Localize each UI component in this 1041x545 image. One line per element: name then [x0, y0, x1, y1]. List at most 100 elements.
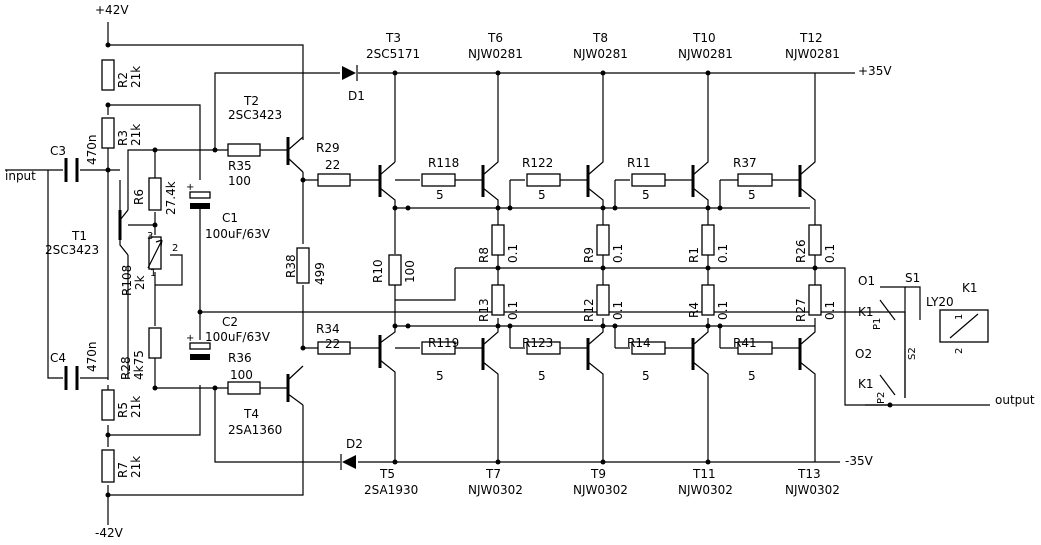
r11-name: R11: [627, 156, 651, 170]
rail-pos42-label: +42V: [95, 3, 129, 17]
r38-value: 499: [313, 262, 327, 285]
r8-name: R8: [477, 247, 491, 263]
r8-value: 0.1: [506, 244, 520, 263]
capacitor-plates: [64, 158, 211, 390]
d1-label: D1: [348, 89, 365, 103]
t11-name: T11: [692, 467, 716, 481]
r7-name: R7: [116, 462, 130, 478]
t9-part: NJW0302: [573, 483, 628, 497]
t7-part: NJW0302: [468, 483, 523, 497]
r41-name: R41: [733, 336, 757, 350]
c3-value: 470n: [85, 134, 99, 165]
r118-name: R118: [428, 156, 459, 170]
r28-name: R28: [119, 356, 133, 380]
t12-part: NJW0281: [785, 47, 840, 61]
t11-part: NJW0302: [678, 483, 733, 497]
c4-value: 470n: [85, 341, 99, 372]
pot-pin1: 1: [150, 268, 156, 279]
r27-name: R27: [794, 298, 808, 322]
rail-pos35-label: +35V: [858, 64, 892, 78]
pot-name: R108: [120, 265, 134, 296]
c2-value: 100uF/63V: [205, 330, 271, 344]
rail-neg42-label: -42V: [95, 526, 124, 540]
pot-value: 2k: [133, 275, 147, 290]
r36-value: 100: [230, 368, 253, 382]
r122-value: 5: [538, 188, 546, 202]
r38-name: R38: [284, 254, 298, 278]
r26-name: R26: [794, 239, 808, 263]
diode-d1: [342, 65, 358, 81]
r119-name: R119: [428, 336, 459, 350]
t9-name: T9: [590, 467, 606, 481]
relay-k1-contact2: K1: [858, 377, 874, 391]
r28-value: 4k75: [132, 350, 146, 380]
r6-value: 27.4k: [164, 181, 178, 215]
relay-p2: P2: [876, 392, 887, 404]
r12-value: 0.1: [611, 301, 625, 320]
r13-name: R13: [477, 298, 491, 322]
t8-name: T8: [592, 31, 608, 45]
resistor-bodies: [101, 59, 822, 483]
diode-d2: [340, 454, 356, 470]
t1-name: T1: [71, 229, 87, 243]
r5-name: R5: [116, 402, 130, 418]
r27-value: 0.1: [823, 301, 837, 320]
r3-name: R3: [116, 130, 130, 146]
r29-name: R29: [316, 141, 340, 155]
r2-name: R2: [116, 72, 130, 88]
r118-value: 5: [436, 188, 444, 202]
t13-part: NJW0302: [785, 483, 840, 497]
c2-name: C2: [222, 315, 238, 329]
pot-pin2: 2: [172, 243, 178, 254]
junctions: [105, 42, 893, 498]
t8-part: NJW0281: [573, 47, 628, 61]
c1-plus: +: [186, 182, 194, 193]
r1-value: 0.1: [716, 244, 730, 263]
t6-part: NJW0281: [468, 47, 523, 61]
r2-value: 21k: [129, 66, 143, 88]
relay-k1: [939, 309, 989, 343]
r9-name: R9: [582, 247, 596, 263]
r13-value: 0.1: [506, 301, 520, 320]
t12-name: T12: [799, 31, 823, 45]
r123-value: 5: [538, 369, 546, 383]
r36-name: R36: [228, 351, 252, 365]
output-label: output: [995, 393, 1035, 407]
t7-name: T7: [485, 467, 501, 481]
rail-neg35-label: -35V: [845, 454, 874, 468]
t3-name: T3: [385, 31, 401, 45]
r10-name: R10: [371, 259, 385, 283]
r12-name: R12: [582, 298, 596, 322]
r10-value: 100: [403, 260, 417, 283]
r1-name: R1: [687, 247, 701, 263]
r34-value: 22: [325, 337, 340, 351]
t5-name: T5: [379, 467, 395, 481]
relay-s2: S2: [907, 347, 918, 360]
r41-value: 5: [748, 369, 756, 383]
t2-part: 2SC3423: [228, 108, 282, 122]
c1-name: C1: [222, 211, 238, 225]
pot-wiper-arrow: [147, 239, 163, 269]
r4-name: R4: [687, 302, 701, 318]
relay-p1: P1: [872, 318, 883, 330]
r7-value: 21k: [129, 456, 143, 478]
input-label: input: [5, 169, 36, 183]
r11-value: 5: [642, 188, 650, 202]
t10-name: T10: [692, 31, 716, 45]
c4-name: C4: [50, 351, 66, 365]
t10-part: NJW0281: [678, 47, 733, 61]
t4-part: 2SA1360: [228, 423, 282, 437]
r9-value: 0.1: [611, 244, 625, 263]
t1-part: 2SC3423: [45, 243, 99, 257]
r6-name: R6: [132, 189, 146, 205]
r37-value: 5: [748, 188, 756, 202]
c2-plus: +: [186, 333, 194, 344]
labels: +42V -42V +35V -35V input output T1 2SC3…: [5, 3, 1035, 540]
r14-value: 5: [642, 369, 650, 383]
relay-o1: O1: [858, 274, 875, 288]
r122-name: R122: [522, 156, 553, 170]
c1-value: 100uF/63V: [205, 227, 271, 241]
r14-name: R14: [627, 336, 651, 350]
t13-name: T13: [797, 467, 821, 481]
